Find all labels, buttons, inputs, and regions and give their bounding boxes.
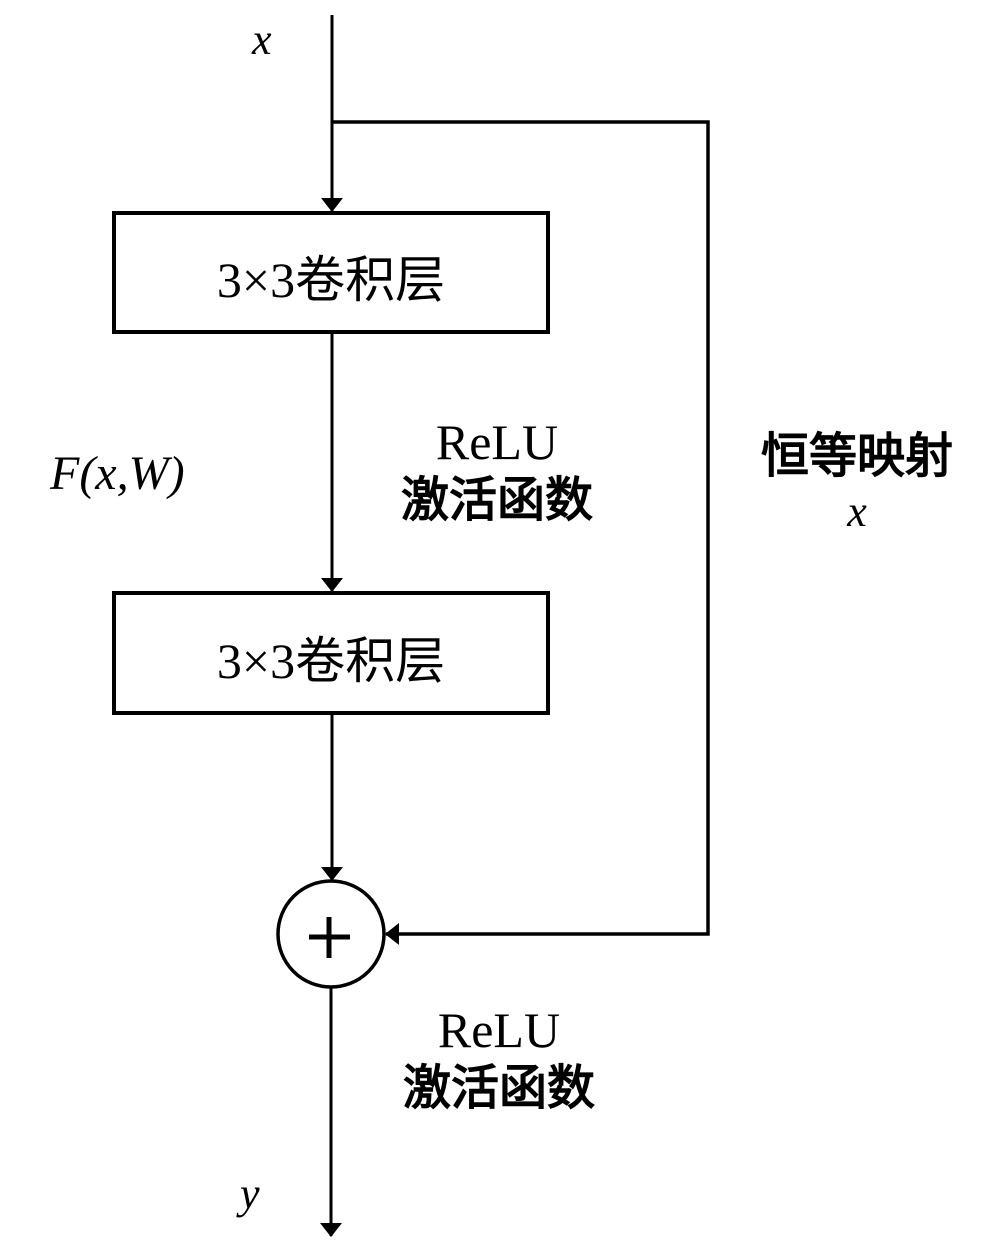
plus-icon bbox=[309, 917, 350, 958]
activation-2-label: ReLU 激活函数 bbox=[364, 1000, 634, 1118]
activation-2-desc: 激活函数 bbox=[402, 1060, 595, 1116]
output-label: y bbox=[240, 1169, 260, 1218]
shortcut-label: 恒等映射 x bbox=[722, 428, 992, 538]
activation-1-desc: 激活函数 bbox=[400, 472, 593, 528]
conv-layer-1-label: 3×3卷积层 bbox=[216, 252, 446, 308]
conv-layer-2-box bbox=[112, 591, 550, 715]
activation-1-label: ReLU 激活函数 bbox=[362, 412, 632, 530]
conv-layer-2-label: 3×3卷积层 bbox=[216, 633, 446, 689]
residual-function-label: F(x,W) bbox=[50, 447, 185, 500]
shortcut-edge bbox=[332, 120, 710, 945]
activation-1-name: ReLU bbox=[435, 414, 559, 470]
activation-2-name: ReLU bbox=[437, 1002, 561, 1058]
shortcut-title: 恒等映射 bbox=[760, 428, 953, 484]
input-label: x bbox=[252, 15, 272, 64]
shortcut-variable: x bbox=[847, 486, 867, 536]
conv-layer-1-box bbox=[112, 211, 550, 334]
